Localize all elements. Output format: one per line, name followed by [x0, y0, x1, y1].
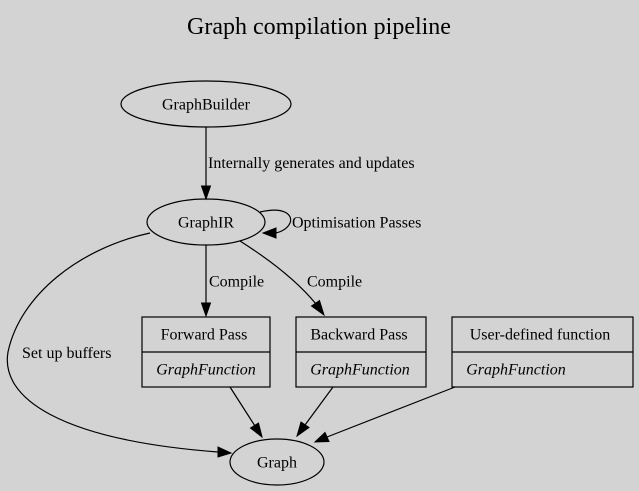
edge-ir-to-graph-line [6, 232, 219, 453]
user-function-label: User-defined function [470, 327, 611, 344]
edge-ir-to-forward-label: Compile [209, 274, 264, 291]
edge-ir-self-loop-line [259, 209, 292, 234]
edge-user-function-to-graph [313, 386, 456, 443]
diagram-title: Graph compilation pipeline [187, 14, 451, 40]
edge-ir-self-loop-arrowhead [261, 227, 277, 239]
edge-ir-to-backward-label: Compile [307, 274, 362, 291]
node-graphir: GraphIR [146, 198, 266, 246]
edge-ir-to-graph-label: Set up buffers [22, 345, 111, 362]
edge-ir-to-backward: Compile [239, 240, 362, 317]
edge-builder-to-ir-label: Internally generates and updates [208, 155, 415, 172]
graph-ellipse [229, 438, 325, 486]
backward-pass-label: Backward Pass [310, 327, 407, 344]
edge-forward-to-graph [229, 386, 263, 439]
graph-label: Graph [257, 455, 297, 472]
backward-pass-type: GraphFunction [310, 362, 410, 379]
edge-forward-to-graph-line [229, 386, 256, 427]
edge-ir-self-loop-label: Optimisation Passes [292, 215, 421, 232]
edge-ir-to-backward-arrowhead [310, 299, 325, 317]
edge-ir-to-graph-arrowhead [217, 446, 233, 458]
edge-ir-to-backward-line [239, 240, 317, 305]
edge-backward-to-graph-line [304, 386, 334, 426]
edge-backward-to-graph [296, 386, 334, 438]
edge-ir-to-graph: Set up buffers [6, 232, 233, 458]
node-backward-pass: Backward Pass GraphFunction [295, 316, 427, 388]
edge-backward-to-graph-arrowhead [296, 421, 310, 438]
edge-forward-to-graph-arrowhead [249, 422, 263, 439]
node-graphbuilder: GraphBuilder [120, 80, 292, 128]
edge-ir-to-forward: Compile [200, 245, 264, 318]
node-user-defined-function: User-defined function GraphFunction [451, 316, 634, 388]
forward-pass-label: Forward Pass [161, 327, 248, 344]
edge-builder-to-ir: Internally generates and updates [200, 127, 415, 201]
edge-ir-to-forward-arrowhead [200, 302, 212, 318]
forward-pass-type: GraphFunction [156, 362, 256, 379]
node-forward-pass: Forward Pass GraphFunction [141, 316, 271, 388]
edge-user-function-to-graph-arrowhead [313, 431, 330, 443]
edge-builder-to-ir-arrowhead [200, 185, 212, 201]
graphbuilder-label: GraphBuilder [162, 97, 251, 114]
edge-ir-self-loop: Optimisation Passes [259, 209, 421, 239]
graphir-label: GraphIR [178, 215, 234, 232]
edge-user-function-to-graph-line [326, 386, 456, 438]
user-function-type: GraphFunction [466, 362, 566, 379]
node-graph: Graph [229, 438, 325, 486]
